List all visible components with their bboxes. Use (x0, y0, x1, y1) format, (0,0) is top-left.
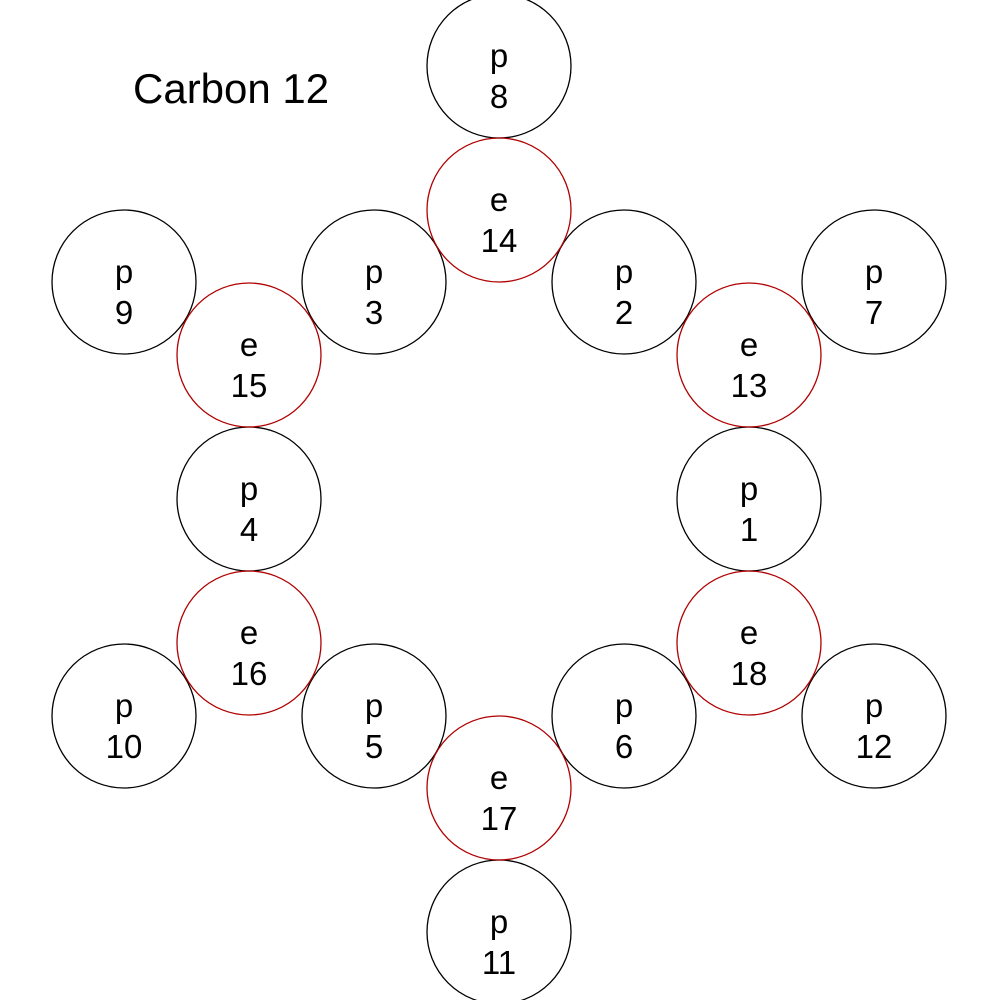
electron-circle (426, 715, 572, 861)
proton-number: 6 (615, 728, 633, 765)
electron-number: 15 (231, 367, 268, 404)
proton-symbol: p (240, 470, 258, 507)
proton-symbol: p (865, 253, 883, 290)
proton-number: 3 (365, 294, 383, 331)
electron-symbol: e (240, 614, 258, 651)
electron-18: e 18 (676, 570, 822, 716)
electron-number: 16 (231, 655, 268, 692)
proton-circle (551, 643, 697, 789)
electron-circle (176, 282, 322, 428)
proton-12: p 12 (801, 643, 947, 789)
electron-circle (426, 137, 572, 283)
proton-symbol: p (490, 903, 508, 940)
proton-number: 4 (240, 511, 258, 548)
proton-symbol: p (615, 253, 633, 290)
proton-4: p4 (176, 426, 322, 572)
electron-symbol: e (740, 614, 758, 651)
proton-symbol: p (365, 687, 383, 724)
proton-circle (801, 209, 947, 355)
particle-group: p1p2p3p4p5p6p7p8p9p10p11p12e13e14e15e16e… (51, 0, 947, 1000)
proton-symbol: p (365, 253, 383, 290)
proton-7: p7 (801, 209, 947, 355)
proton-1: p1 (676, 426, 822, 572)
proton-11: p 11 (426, 859, 572, 1000)
electron-symbol: e (240, 326, 258, 363)
electron-symbol: e (490, 759, 508, 796)
proton-number: 9 (115, 294, 133, 331)
proton-symbol: p (740, 470, 758, 507)
proton-circle (551, 209, 697, 355)
electron-16: e 16 (176, 570, 322, 716)
electron-number: 18 (731, 655, 768, 692)
proton-5: p5 (301, 643, 447, 789)
electron-symbol: e (490, 181, 508, 218)
electron-15: e 15 (176, 282, 322, 428)
proton-number: 5 (365, 728, 383, 765)
proton-circle (301, 643, 447, 789)
proton-number: 10 (106, 728, 143, 765)
proton-circle (301, 209, 447, 355)
diagram-title: Carbon 12 (133, 65, 329, 112)
proton-symbol: p (615, 687, 633, 724)
electron-17: e 17 (426, 715, 572, 861)
proton-number: 2 (615, 294, 633, 331)
electron-circle (676, 282, 822, 428)
electron-number: 17 (481, 800, 518, 837)
proton-symbol: p (490, 37, 508, 74)
proton-9: p9 (51, 209, 197, 355)
electron-13: e 13 (676, 282, 822, 428)
proton-number: 8 (490, 78, 508, 115)
proton-number: 12 (856, 728, 893, 765)
proton-10: p 10 (51, 643, 197, 789)
proton-circle (801, 643, 947, 789)
proton-number: 1 (740, 511, 758, 548)
proton-number: 11 (482, 944, 516, 981)
electron-14: e 14 (426, 137, 572, 283)
proton-2: p2 (551, 209, 697, 355)
electron-circle (676, 570, 822, 716)
proton-symbol: p (115, 687, 133, 724)
electron-number: 14 (481, 222, 518, 259)
proton-8: p8 (426, 0, 572, 139)
proton-circle (51, 643, 197, 789)
proton-6: p6 (551, 643, 697, 789)
proton-symbol: p (865, 687, 883, 724)
electron-number: 13 (731, 367, 768, 404)
proton-symbol: p (115, 253, 133, 290)
electron-circle (176, 570, 322, 716)
electron-symbol: e (740, 326, 758, 363)
proton-number: 7 (865, 294, 883, 331)
proton-3: p3 (301, 209, 447, 355)
proton-circle (51, 209, 197, 355)
